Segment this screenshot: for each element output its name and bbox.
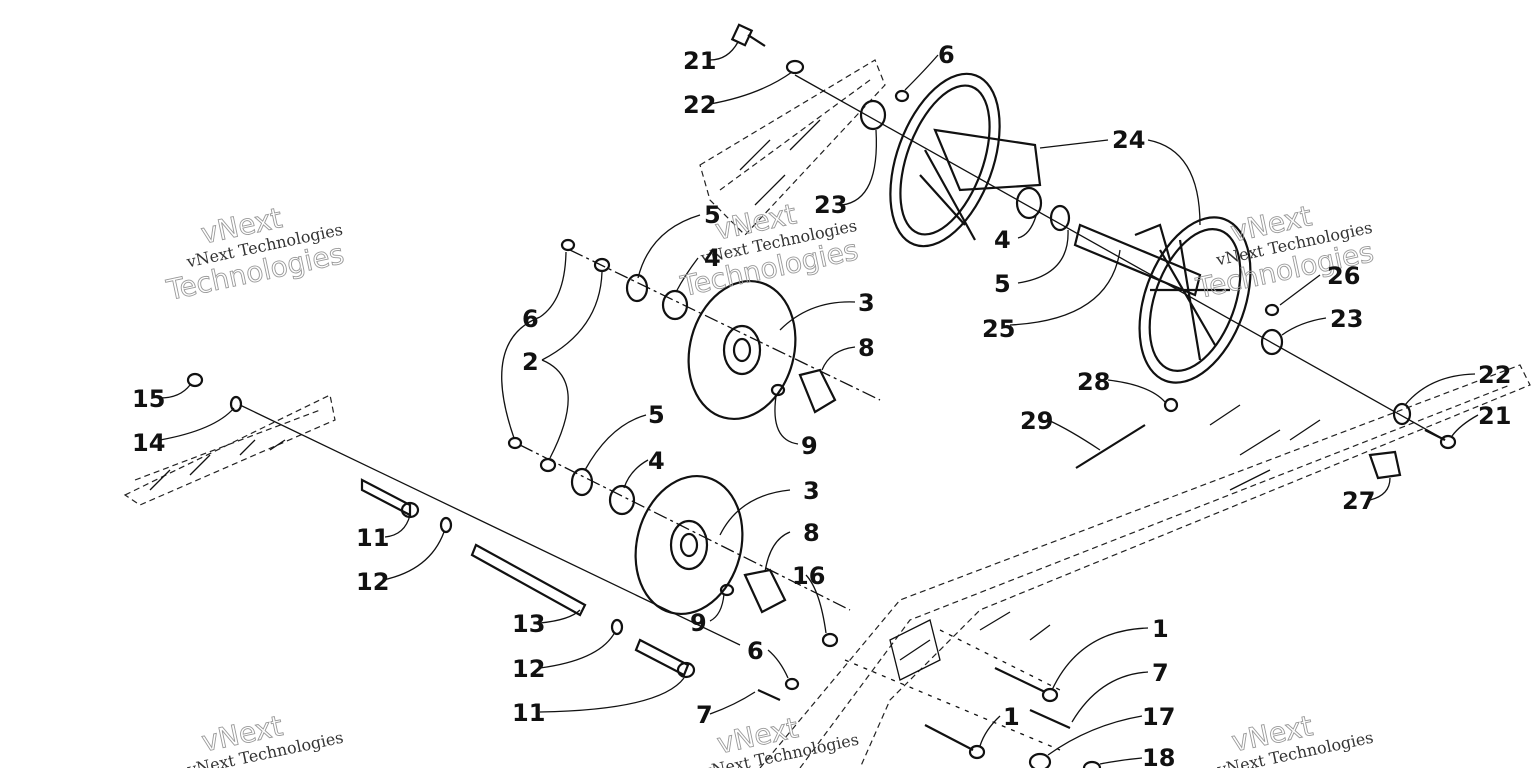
upper-rear-rail — [699, 59, 886, 236]
callout-27: 27 — [1342, 487, 1375, 515]
callout-9-lower: 9 — [690, 609, 707, 637]
callout-16: 16 — [792, 562, 825, 590]
callout-1-lower: 1 — [1003, 703, 1020, 731]
callout-26: 26 — [1327, 262, 1360, 290]
callout-11-lower: 11 — [512, 699, 545, 727]
watermark-left: vNext vNext Technologies Technologies — [163, 201, 348, 308]
callout-13: 13 — [512, 610, 545, 638]
callout-14: 14 — [132, 429, 165, 457]
callout-4-lower: 4 — [648, 447, 665, 475]
hardware — [186, 23, 1457, 768]
callout-29: 29 — [1020, 407, 1053, 435]
callout-22-top: 22 — [683, 91, 716, 119]
callout-25: 25 — [982, 315, 1015, 343]
callout-22-right: 22 — [1478, 361, 1511, 389]
callout-labels: 21 22 6 24 23 5 4 6 2 5 4 3 8 26 23 25 1… — [132, 41, 1511, 768]
axle-centerlines — [239, 74, 1446, 751]
callout-24: 24 — [1112, 126, 1145, 154]
callout-6-left: 6 — [522, 305, 539, 333]
watermark-bottom-center: vNext vNext Technologies — [700, 711, 860, 768]
callout-8-lower: 8 — [803, 519, 820, 547]
callout-12-upper: 12 — [356, 568, 389, 596]
callout-5-upper: 5 — [704, 201, 721, 229]
callout-23-right: 23 — [1330, 305, 1363, 333]
callout-3-lower: 3 — [803, 477, 820, 505]
callout-7-lower: 7 — [696, 701, 713, 729]
callout-4-upper: 4 — [704, 244, 721, 272]
callout-6-top: 6 — [938, 41, 955, 69]
callout-11-upper: 11 — [356, 524, 389, 552]
callout-2: 2 — [522, 348, 539, 376]
callout-23-top: 23 — [814, 191, 847, 219]
callout-17: 17 — [1142, 703, 1175, 731]
callout-7-upper: 7 — [1152, 659, 1169, 687]
callout-6-lower: 6 — [747, 637, 764, 665]
callout-8-upper: 8 — [858, 334, 875, 362]
idler-wheels — [634, 279, 797, 616]
watermark-bottom-left: vNext vNext Technologies — [185, 709, 345, 768]
callout-4-right: 4 — [994, 226, 1011, 254]
callout-15: 15 — [132, 385, 165, 413]
callout-5-lower: 5 — [648, 401, 665, 429]
drive-wheels — [889, 72, 1252, 384]
callout-21-right: 21 — [1478, 402, 1511, 430]
callout-3-upper: 3 — [858, 289, 875, 317]
callout-18: 18 — [1142, 744, 1175, 768]
main-rail — [759, 364, 1531, 768]
callout-21-top: 21 — [683, 47, 716, 75]
callout-1-upper: 1 — [1152, 615, 1169, 643]
callout-28: 28 — [1077, 368, 1110, 396]
callout-12-lower: 12 — [512, 655, 545, 683]
watermark-bottom-right: vNext vNext Technologies — [1215, 709, 1375, 768]
watermarks: vNext vNext Technologies Technologies vN… — [163, 197, 1377, 768]
left-front-rail — [123, 394, 336, 506]
leaders — [159, 41, 1479, 765]
callout-9-upper: 9 — [801, 432, 818, 460]
callout-5-right: 5 — [994, 270, 1011, 298]
